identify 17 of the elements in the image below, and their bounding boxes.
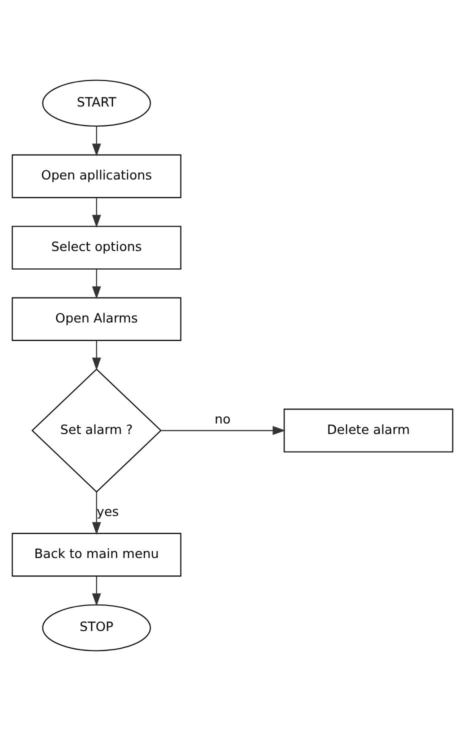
arrow: [92, 340, 102, 370]
node-box: Open Alarms: [12, 297, 182, 341]
node-box: Select options: [12, 226, 182, 270]
arrow: [92, 198, 102, 228]
node-box: Open apllications: [12, 154, 182, 198]
edge-label: no: [214, 412, 231, 428]
arrow: [92, 576, 102, 606]
edge-label: yes: [96, 504, 119, 520]
arrow: [92, 269, 102, 300]
arrow: [92, 492, 102, 535]
node-box: Back to main menu: [12, 532, 182, 577]
node-ellipse: STOP: [42, 604, 151, 652]
arrow: [92, 126, 102, 156]
node-diamond: Set alarm ?: [31, 368, 162, 493]
arrow: [160, 426, 286, 436]
node-box: Delete alarm: [284, 408, 454, 452]
node-ellipse: START: [42, 80, 151, 127]
